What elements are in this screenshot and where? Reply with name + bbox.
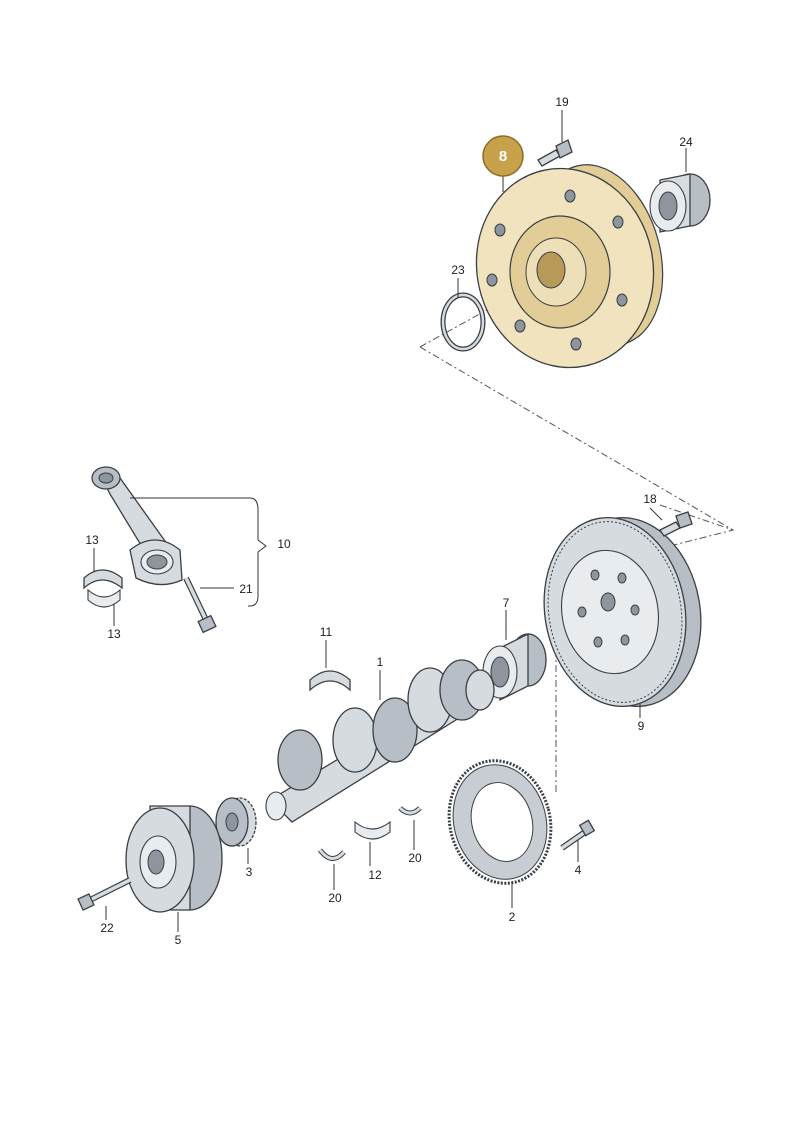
part-4-bolt[interactable] xyxy=(560,819,596,851)
part-label-11[interactable]: 11 xyxy=(320,625,333,639)
part-label-8: 8 xyxy=(499,148,507,165)
part-9-flywheel[interactable] xyxy=(530,506,716,717)
part-13-bearing-shells[interactable] xyxy=(83,569,123,608)
part-label-13-top[interactable]: 13 xyxy=(85,533,99,547)
part-21-rod-bolt[interactable] xyxy=(183,576,217,634)
part-label-24[interactable]: 24 xyxy=(679,135,693,149)
part-12-bearing-shell[interactable] xyxy=(354,820,391,840)
part-label-4[interactable]: 4 xyxy=(575,863,582,877)
part-label-5[interactable]: 5 xyxy=(175,933,182,947)
part-10-connecting-rod[interactable] xyxy=(91,466,183,586)
part-23-seal-ring[interactable] xyxy=(440,292,486,352)
highlight-badge-8[interactable]: 8 xyxy=(482,135,524,177)
part-8-flange-housing[interactable] xyxy=(458,151,682,385)
part-11-bearing-shell[interactable] xyxy=(309,670,351,692)
part-22-bolt[interactable] xyxy=(77,877,132,911)
part-5-pulley[interactable] xyxy=(125,805,223,913)
part-label-7[interactable]: 7 xyxy=(503,596,510,610)
part-label-22[interactable]: 22 xyxy=(100,921,114,935)
leader-lines xyxy=(93,110,687,932)
part-20-thrust-washer-lower[interactable] xyxy=(318,848,346,861)
part-label-20-left[interactable]: 20 xyxy=(328,891,342,905)
part-label-1[interactable]: 1 xyxy=(377,655,384,669)
part-label-23[interactable]: 23 xyxy=(451,263,465,277)
part-2-ring-gear[interactable] xyxy=(436,749,565,895)
part-label-9[interactable]: 9 xyxy=(638,719,645,733)
part-19-bolt[interactable] xyxy=(537,139,573,167)
part-label-10[interactable]: 10 xyxy=(277,537,291,551)
part-label-21[interactable]: 21 xyxy=(239,582,253,596)
part-label-18[interactable]: 18 xyxy=(643,492,657,506)
part-1-crankshaft[interactable] xyxy=(265,659,495,823)
part-24-needle-bearing[interactable] xyxy=(649,173,711,233)
part-20-thrust-washer-upper[interactable] xyxy=(398,806,422,816)
part-label-13-bottom[interactable]: 13 xyxy=(107,627,121,641)
part-labels: 19 24 23 18 10 13 13 21 7 11 1 9 3 12 20… xyxy=(85,95,693,947)
part-label-2[interactable]: 2 xyxy=(509,910,516,924)
part-label-19[interactable]: 19 xyxy=(555,95,569,109)
part-3-sprocket[interactable] xyxy=(215,797,257,847)
part-label-20-right[interactable]: 20 xyxy=(408,851,422,865)
part-label-3[interactable]: 3 xyxy=(246,865,253,879)
part-label-12[interactable]: 12 xyxy=(368,868,382,882)
part-18-bolt[interactable] xyxy=(659,511,693,537)
